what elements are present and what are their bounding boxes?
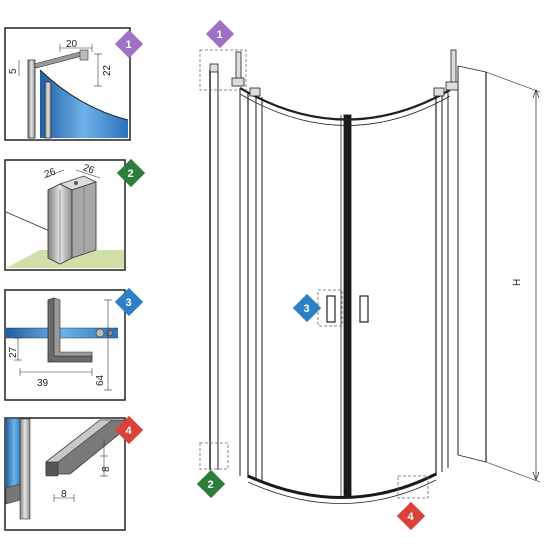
detail-1-bracket — [79, 49, 89, 61]
badge-4-main-diamond — [396, 501, 426, 531]
detail-3-dim-b: 39 — [37, 378, 49, 389]
detail-1-glass — [40, 70, 128, 138]
detail-1-dim-b: 5 — [8, 68, 19, 74]
detail-3-glass — [6, 328, 118, 338]
badge-3-main-diamond — [292, 293, 322, 323]
top-curved-rail — [239, 87, 451, 121]
callout-box-1 — [199, 49, 247, 91]
detail-2-screw-icon — [74, 181, 78, 185]
badge-2-main: 2 — [196, 469, 226, 499]
detail-2-dim-a: 26 — [43, 166, 58, 180]
height-label: H — [512, 279, 523, 286]
detail-3-dim-a: 27 — [8, 346, 19, 358]
badge-3-main-label: 3 — [304, 303, 310, 315]
right-door-handle — [359, 295, 369, 323]
detail-3-dim-c: 64 — [95, 374, 106, 386]
detail-1-dim-a: 20 — [66, 39, 78, 50]
badge-2-main-label: 2 — [208, 479, 214, 491]
door-meeting-profile — [343, 114, 352, 498]
top-right-fitting — [450, 49, 457, 85]
top-left-fitting — [209, 63, 219, 73]
badge-1-label: 1 — [126, 39, 132, 51]
detail-1-door-profile — [44, 81, 52, 139]
detail-3-frame — [4, 289, 126, 401]
detail-panel-2: 26 26 — [4, 159, 126, 271]
detail-1-glass-edge — [39, 69, 129, 121]
badge-2-detail-label: 2 — [128, 168, 134, 180]
detail-panel-3: 27 39 64 — [4, 289, 126, 401]
badge-4-main: 4 — [396, 501, 426, 531]
detail-4-profile — [19, 418, 31, 520]
detail-4-glass — [6, 419, 22, 499]
callout-box-2 — [199, 442, 229, 470]
callout-box-4 — [397, 475, 429, 499]
detail-panel-4: 8 8 — [4, 417, 126, 531]
detail-4-dim-b: 8 — [61, 489, 67, 500]
detail-panel-1: 20 5 22 — [4, 27, 131, 141]
detail-3-screw-icon — [95, 328, 105, 338]
detail-4-dim-a: 8 — [101, 466, 112, 472]
badge-4-main-label: 4 — [408, 511, 415, 523]
badge-4-detail-label: 4 — [126, 425, 133, 437]
enclosure-drawing — [209, 49, 541, 504]
detail-1-dim-c: 22 — [102, 64, 113, 76]
detail-2-wall-line — [5, 211, 53, 233]
badge-3-detail-label: 3 — [126, 297, 132, 309]
detail-1-wall-profile — [27, 59, 36, 139]
detail-2-dim-b: 26 — [81, 162, 96, 176]
left-door-handle — [326, 295, 336, 323]
badge-1-main-label: 1 — [217, 29, 223, 41]
badge-1-main: 1 — [205, 19, 235, 49]
badge-3-main: 3 — [292, 293, 322, 323]
bottom-curved-rail — [247, 472, 437, 499]
